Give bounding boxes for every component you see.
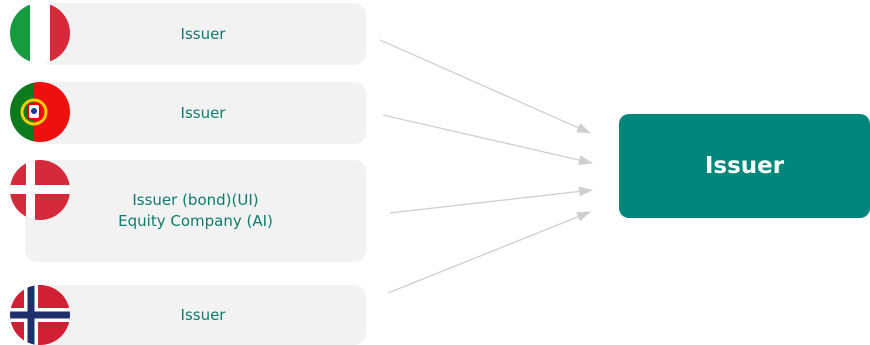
source-box-norway: Issuer: [40, 285, 366, 345]
source-label: Issuer: [180, 305, 226, 324]
norway-flag-icon: [10, 285, 70, 345]
target-label: Issuer: [704, 153, 785, 179]
source-box-portugal: Issuer: [40, 82, 366, 144]
portugal-flag-icon: [10, 82, 70, 142]
denmark-flag-icon: [10, 160, 70, 220]
arrow-denmark: [389, 186, 593, 214]
source-box-italy: Issuer: [40, 3, 366, 65]
arrow-norway: [387, 211, 591, 294]
target-issuer-box: Issuer: [619, 114, 870, 218]
arrow-portugal: [382, 114, 593, 165]
source-label: Issuer: [180, 24, 226, 43]
source-label: Issuer: [180, 103, 226, 122]
italy-flag-icon: [10, 3, 70, 63]
source-label: Issuer (bond)(UI) Equity Company (AI): [118, 191, 273, 230]
arrow-italy: [379, 39, 591, 134]
source-box-denmark: Issuer (bond)(UI) Equity Company (AI): [25, 160, 366, 262]
